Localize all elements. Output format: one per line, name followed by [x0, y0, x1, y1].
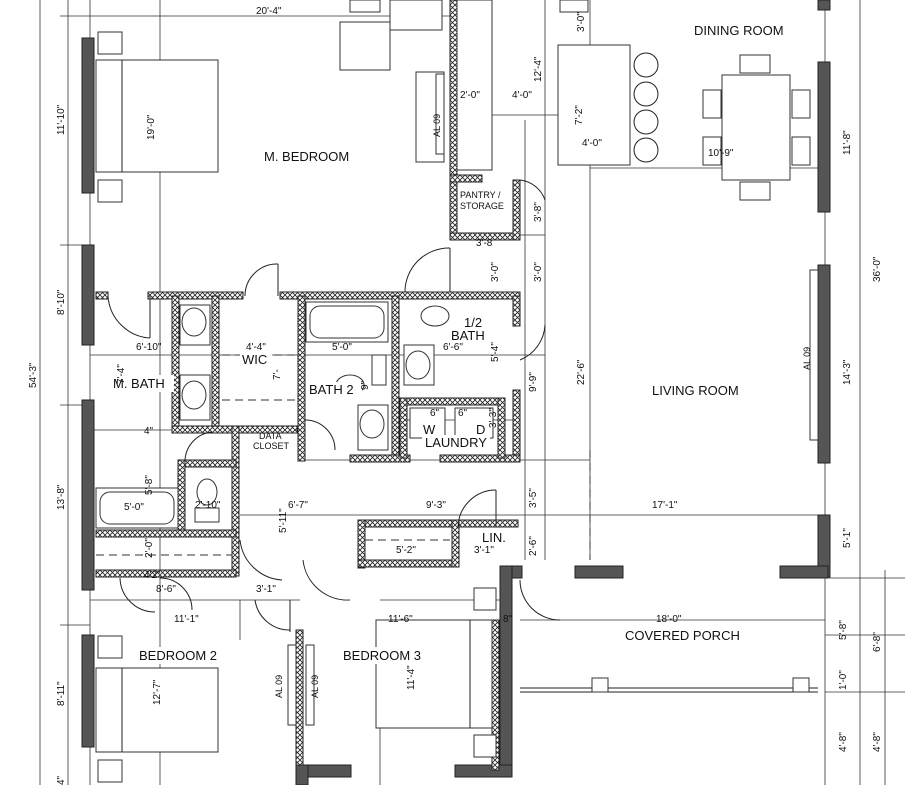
dim: 9'-9": [528, 372, 539, 392]
dim: 18'-0": [656, 614, 682, 625]
dim: 4": [56, 775, 67, 785]
dim: 3'-8": [533, 202, 544, 222]
dim: 5'-11": [278, 508, 289, 533]
dim: 5'-1": [842, 528, 853, 548]
window-tag: AL 09: [310, 675, 320, 698]
dim: 22'-6": [576, 359, 587, 385]
dim: 9'-3": [426, 500, 446, 511]
dim: 5'-2": [396, 545, 416, 556]
interior-walls: [95, 0, 521, 771]
window-tag: AL 09: [274, 675, 284, 698]
dim: 4'-4": [246, 342, 266, 353]
dim: 3'-0": [533, 262, 544, 282]
label-bath-2: BATH 2: [309, 382, 354, 397]
dim: 4": [144, 426, 154, 437]
dim: 3'-0": [576, 12, 587, 32]
label-wic: WIC: [242, 352, 267, 367]
dim: 4'-8": [838, 732, 849, 752]
dim: 10'-9": [708, 148, 734, 159]
dim: 3'-3": [488, 408, 499, 428]
dim: 3'-1": [474, 545, 494, 556]
dim: 11'-4": [406, 665, 417, 690]
dim: 54'-3": [28, 362, 39, 388]
dim: 2'-0": [460, 90, 480, 101]
dim: 5'-0": [332, 342, 352, 353]
bath-fixtures: [95, 301, 494, 529]
door-swings: [107, 179, 561, 632]
dim: 5'-0": [124, 502, 144, 513]
dim: 6'-10": [136, 342, 162, 353]
dim: 2'-0": [144, 538, 155, 558]
dim: 11'-6": [388, 614, 413, 625]
label-dining-room: DINING ROOM: [694, 23, 784, 38]
dim: 6'-7": [288, 500, 308, 511]
label-half-bath-1: 1/2: [464, 315, 482, 330]
label-master-bath: M. BATH: [113, 376, 165, 391]
dim: 2'-10": [195, 500, 221, 511]
dim: 2'-6": [528, 536, 539, 556]
dim: 8'-6": [156, 584, 176, 595]
dim: 13'-8": [56, 484, 67, 510]
label-master-bedroom: M. BEDROOM: [264, 149, 349, 164]
dim: 12'-7": [152, 679, 163, 705]
label-linen: LIN.: [482, 530, 506, 545]
label-bedroom-3: BEDROOM 3: [343, 648, 421, 663]
label-data-closet-2: CLOSET: [253, 441, 290, 451]
dim: 11'-10": [56, 104, 67, 135]
window-tags: AL 09 AL 09 AL 09 AL 09: [274, 114, 812, 698]
dim: 7'-2": [574, 105, 585, 125]
dim: 6'-8": [872, 632, 883, 652]
dim: 6": [430, 408, 440, 419]
dim: 7'-4": [116, 364, 127, 384]
label-bedroom-2: BEDROOM 2: [139, 648, 217, 663]
dim: 8'-11": [56, 681, 67, 706]
dim: 9": [360, 380, 371, 390]
dim: 4'-8": [872, 732, 883, 752]
dim: 19'-0": [146, 114, 157, 140]
dim: 20'-4": [256, 6, 282, 17]
dim: 12'-4": [533, 56, 544, 82]
dim: 3'-8: [476, 238, 493, 249]
dim: 14'-3": [842, 359, 853, 385]
dim: 8": [503, 614, 513, 625]
dim: 6": [458, 408, 468, 419]
shelves-and-soffits: [96, 354, 818, 693]
dim: 36'-0": [872, 256, 883, 282]
dim: 1'-0": [838, 670, 849, 690]
label-washer: W: [423, 422, 436, 437]
dim: 11'-8": [842, 130, 853, 155]
dim: 3'-1": [256, 584, 276, 595]
label-pantry-2: STORAGE: [460, 201, 504, 211]
bedroom-furniture: [95, 31, 497, 783]
label-half-bath-2: BATH: [451, 328, 485, 343]
dim: 7'-: [272, 369, 283, 380]
dim: 5'-4": [490, 342, 501, 362]
windows: [287, 73, 819, 726]
dim: 5'-8": [838, 620, 849, 640]
dim: 3'-5": [528, 488, 539, 508]
kitchen-fixtures: [339, 0, 811, 201]
dim: 4'2": [144, 570, 161, 581]
label-living-room: LIVING ROOM: [652, 383, 739, 398]
dim: 11'-1": [174, 614, 199, 625]
label-data-closet-1: DATA: [259, 431, 282, 441]
dim: 17'-1": [652, 500, 678, 511]
label-covered-porch: COVERED PORCH: [625, 628, 740, 643]
dim: 4'-0": [512, 90, 532, 101]
dim: 5'-8": [144, 475, 155, 495]
dim: 6'-6": [443, 342, 463, 353]
dim: 8'-10": [56, 289, 67, 315]
label-pantry-1: PANTRY /: [460, 190, 501, 200]
window-tag: AL 09: [432, 114, 442, 137]
window-tag: AL 09: [802, 347, 812, 370]
room-labels: DINING ROOM M. BEDROOM PANTRY / STORAGE …: [110, 22, 794, 664]
dimension-labels: 20'-4" 11'-10" 19'-0" 3'-0" 12'-4" 2'-0"…: [28, 6, 883, 785]
label-dryer: D: [476, 422, 485, 437]
label-laundry: LAUNDRY: [425, 435, 487, 450]
dim: 3'-0": [490, 262, 501, 282]
dim: 4'-0": [582, 138, 602, 149]
